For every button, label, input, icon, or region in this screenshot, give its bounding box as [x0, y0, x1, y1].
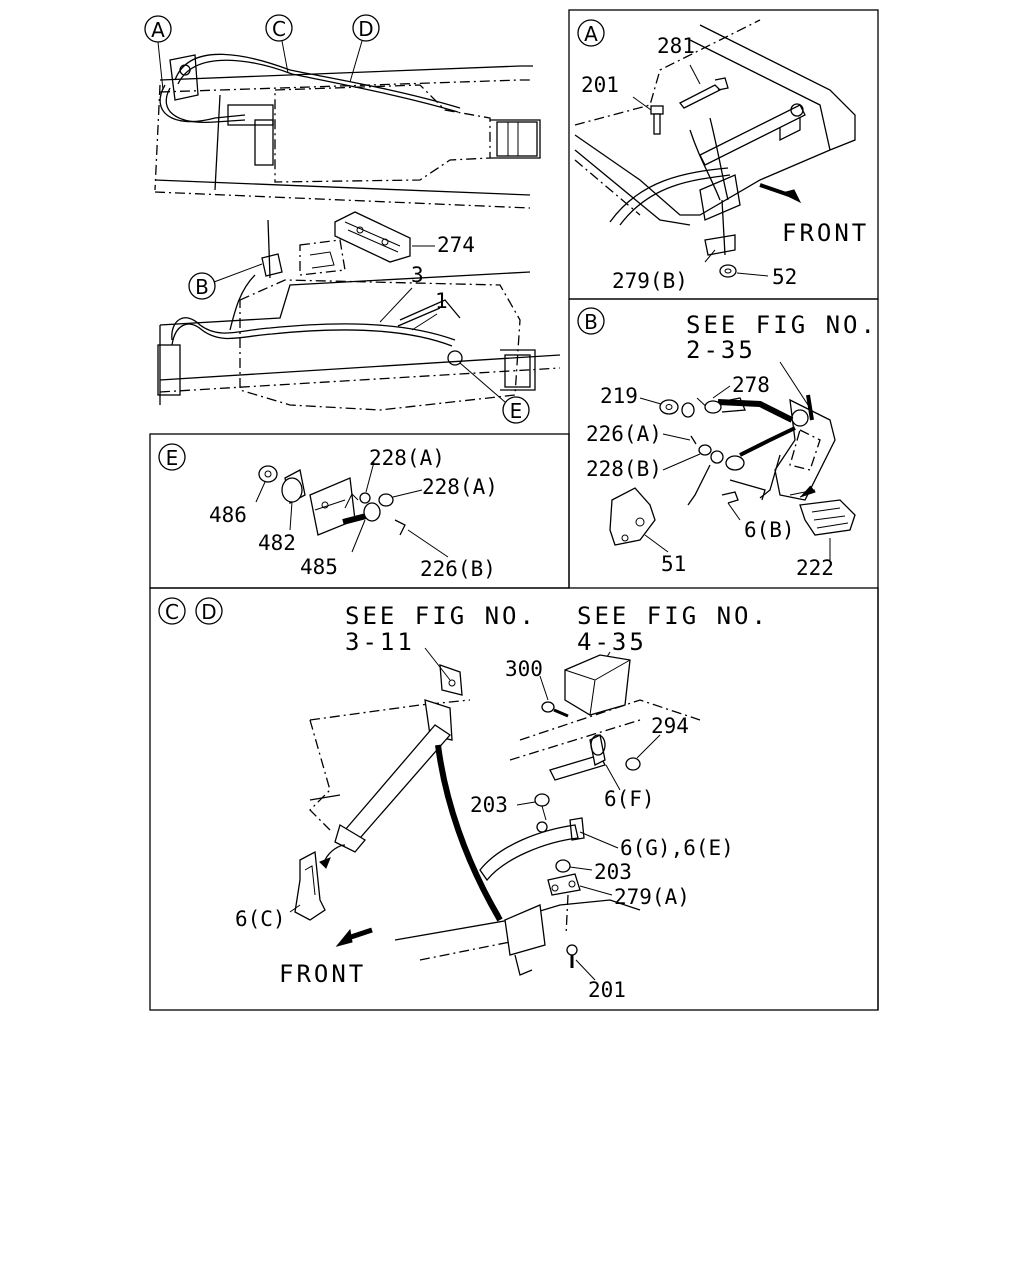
panel-e-label-485: 485	[300, 555, 338, 579]
panel-e-label-482: 482	[258, 531, 296, 555]
panel-a-front: FRONT	[782, 219, 869, 247]
panel-e-label-228a-1: 228(A)	[369, 446, 445, 470]
panel-b-label-6b: 6(B)	[744, 518, 795, 542]
panel-a-label-52: 52	[772, 265, 797, 289]
label-3: 3	[411, 263, 424, 287]
panel-b-fig-no: 2-35	[686, 336, 756, 364]
panel-e-label-226b: 226(B)	[420, 557, 496, 581]
callout-c: C	[272, 17, 286, 41]
callout-b: B	[195, 275, 209, 299]
panel-a: A 281 2	[574, 19, 869, 293]
panel-frames	[149, 9, 879, 1011]
overview-frame-top	[154, 53, 541, 209]
panel-a-label-279b: 279(B)	[612, 269, 688, 293]
panel-b-see-fig: SEE FIG NO.	[686, 311, 878, 339]
panel-cd-label-6c: 6(C)	[235, 907, 286, 931]
panel-cd-letter-d: D	[201, 600, 216, 624]
panel-cd-see-fig-2: SEE FIG NO.	[577, 602, 769, 630]
panel-a-letter: A	[584, 22, 598, 46]
panel-cd-fig-no-2: 4-35	[577, 628, 647, 656]
panel-b-label-51: 51	[661, 552, 686, 576]
overview-frame-bottom	[157, 211, 561, 411]
panel-cd-see-fig-1: SEE FIG NO.	[345, 602, 537, 630]
panel-cd-fig-no-1: 3-11	[345, 628, 415, 656]
panel-b-label-278: 278	[732, 373, 770, 397]
panel-a-label-281: 281	[657, 34, 695, 58]
callout-a: A	[151, 18, 165, 42]
callout-d: D	[358, 17, 373, 41]
panel-e-letter: E	[166, 446, 179, 470]
panel-cd-label-300: 300	[505, 657, 543, 681]
panel-cd: C D SEE FIG NO. 3-11 SEE FIG NO. 4-35	[158, 597, 769, 1002]
panel-b-label-219: 219	[600, 384, 638, 408]
label-274: 274	[437, 233, 475, 257]
panel-cd-label-203-1: 203	[470, 793, 508, 817]
panel-b-label-226a: 226(A)	[586, 422, 662, 446]
bracket-274	[334, 211, 411, 263]
panel-cd-letter-c: C	[165, 600, 179, 624]
panel-cd-label-294: 294	[651, 714, 689, 738]
panel-b: B SEE FIG NO. 2-35	[577, 307, 878, 580]
panel-a-label-201: 201	[581, 73, 619, 97]
panel-b-label-228b: 228(B)	[586, 457, 662, 481]
panel-cd-label-203-2: 203	[594, 860, 632, 884]
panel-cd-label-201: 201	[588, 978, 626, 1002]
panel-e-label-228a-2: 228(A)	[422, 475, 498, 499]
panel-e: E 228(A) 228(A) 486 482 485 226(B)	[158, 443, 498, 581]
label-1: 1	[435, 289, 448, 313]
callout-e: E	[510, 399, 523, 423]
panel-e-label-486: 486	[209, 503, 247, 527]
panel-cd-label-6g-6e: 6(G),6(E)	[620, 836, 734, 860]
overview-callouts: A C D B E 274 3 1	[144, 14, 530, 424]
panel-b-letter: B	[584, 310, 598, 334]
panel-cd-front: FRONT	[279, 960, 366, 988]
panel-cd-label-279a: 279(A)	[614, 885, 690, 909]
panel-cd-label-6f: 6(F)	[604, 787, 655, 811]
panel-b-label-222: 222	[796, 556, 834, 580]
